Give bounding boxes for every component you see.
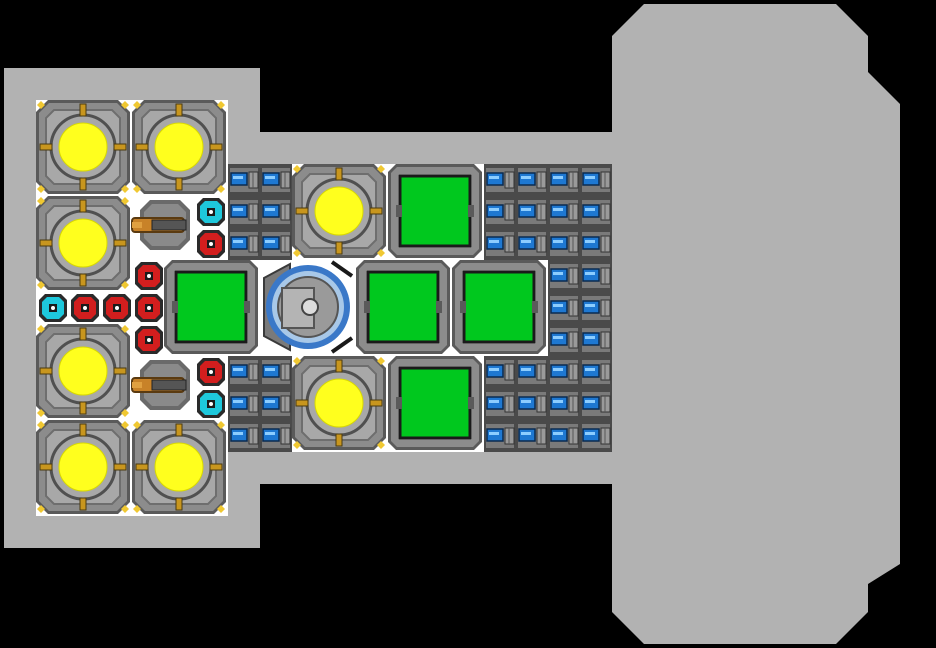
hull-right-wing: [612, 4, 900, 644]
cargo-bay-module[interactable]: [388, 356, 482, 450]
cannon-module[interactable]: [131, 200, 190, 250]
thruster-module[interactable]: [260, 164, 292, 196]
crew-pod-red[interactable]: [135, 294, 163, 322]
thruster-module[interactable]: [548, 356, 580, 388]
thruster-module[interactable]: [228, 196, 260, 228]
thruster-module[interactable]: [484, 388, 516, 420]
thruster-module[interactable]: [548, 292, 580, 324]
cannon-module[interactable]: [131, 360, 190, 410]
thruster-module[interactable]: [516, 228, 548, 260]
thruster-module[interactable]: [516, 164, 548, 196]
cargo-bay-module[interactable]: [452, 260, 546, 354]
thruster-module[interactable]: [484, 228, 516, 260]
thruster-module[interactable]: [484, 196, 516, 228]
thruster-module[interactable]: [580, 324, 612, 356]
reactor-module[interactable]: [132, 100, 226, 194]
thruster-module[interactable]: [548, 324, 580, 356]
reactor-module[interactable]: [36, 196, 130, 290]
thruster-module[interactable]: [548, 164, 580, 196]
cargo-bay-module[interactable]: [356, 260, 450, 354]
thruster-module[interactable]: [548, 228, 580, 260]
thruster-module[interactable]: [516, 196, 548, 228]
thruster-module[interactable]: [580, 228, 612, 260]
cargo-bay-module[interactable]: [164, 260, 258, 354]
reactor-module[interactable]: [36, 100, 130, 194]
thruster-module[interactable]: [580, 164, 612, 196]
thruster-module[interactable]: [548, 420, 580, 452]
crew-pod-red[interactable]: [135, 326, 163, 354]
thruster-module[interactable]: [516, 356, 548, 388]
thruster-module[interactable]: [548, 260, 580, 292]
thruster-module[interactable]: [228, 420, 260, 452]
thruster-module[interactable]: [580, 356, 612, 388]
thruster-module[interactable]: [260, 388, 292, 420]
thruster-module[interactable]: [484, 356, 516, 388]
crew-pod-cyan[interactable]: [197, 198, 225, 226]
thruster-module[interactable]: [516, 420, 548, 452]
crew-pod-red[interactable]: [135, 262, 163, 290]
thruster-module[interactable]: [548, 388, 580, 420]
thruster-module[interactable]: [228, 228, 260, 260]
crew-pod-red[interactable]: [197, 230, 225, 258]
reactor-module[interactable]: [36, 324, 130, 418]
reactor-module[interactable]: [36, 420, 130, 514]
crew-pod-cyan[interactable]: [197, 390, 225, 418]
thruster-module[interactable]: [516, 388, 548, 420]
thruster-module[interactable]: [260, 228, 292, 260]
cargo-bay-module[interactable]: [388, 164, 482, 258]
thruster-module[interactable]: [260, 196, 292, 228]
thruster-module[interactable]: [580, 388, 612, 420]
thruster-module[interactable]: [228, 356, 260, 388]
reactor-module[interactable]: [292, 164, 386, 258]
thruster-module[interactable]: [484, 164, 516, 196]
thruster-module[interactable]: [260, 356, 292, 388]
thruster-module[interactable]: [484, 420, 516, 452]
crew-pod-red[interactable]: [103, 294, 131, 322]
thruster-module[interactable]: [548, 196, 580, 228]
thruster-module[interactable]: [228, 164, 260, 196]
thruster-module[interactable]: [260, 420, 292, 452]
crew-pod-cyan[interactable]: [39, 294, 67, 322]
command-pod[interactable]: [260, 260, 354, 354]
thruster-module[interactable]: [580, 196, 612, 228]
reactor-module[interactable]: [132, 420, 226, 514]
thruster-module[interactable]: [580, 292, 612, 324]
crew-pod-red[interactable]: [71, 294, 99, 322]
reactor-module[interactable]: [292, 356, 386, 450]
thruster-module[interactable]: [228, 388, 260, 420]
thruster-module[interactable]: [580, 420, 612, 452]
crew-pod-red[interactable]: [197, 358, 225, 386]
thruster-module[interactable]: [580, 260, 612, 292]
